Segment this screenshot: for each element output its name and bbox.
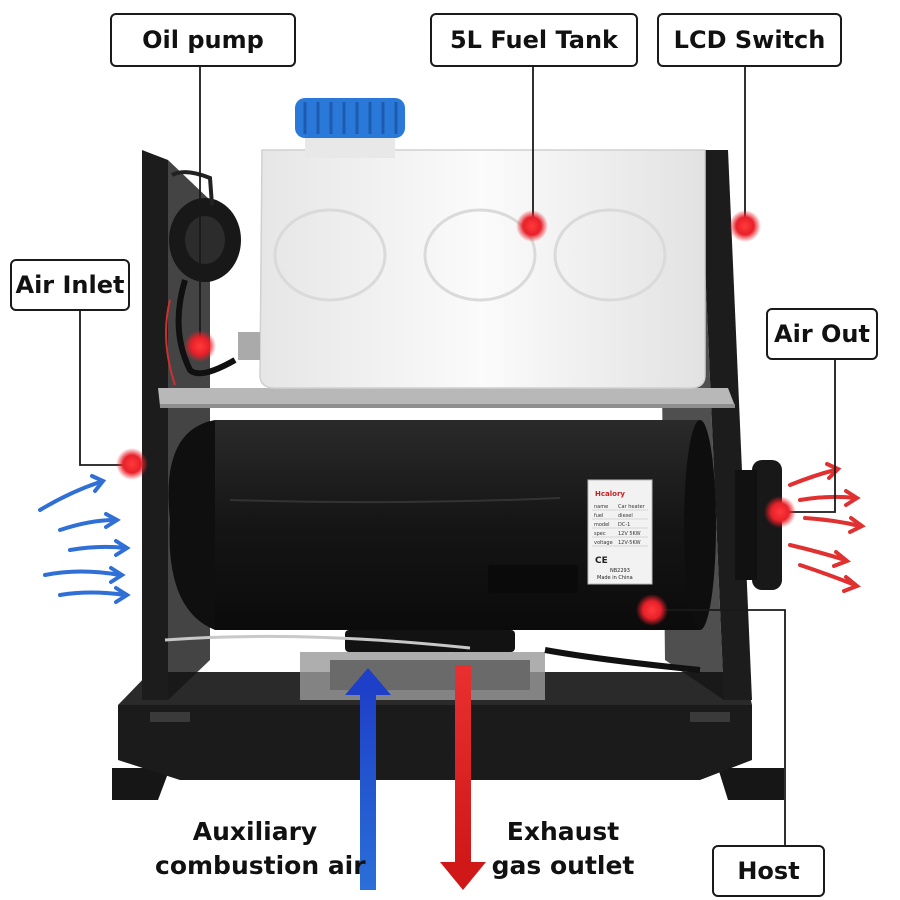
caption-combustion-line2: combustion air xyxy=(155,851,366,880)
label-lcd-switch: LCD Switch xyxy=(657,13,842,67)
leader-lines xyxy=(79,67,836,846)
nameplate-row-label: model xyxy=(594,522,610,528)
nameplate-row-value: 12V 5KW xyxy=(618,531,641,537)
nameplate-row-label: voltage xyxy=(594,540,613,546)
marker-air-out xyxy=(764,496,796,528)
label-air-inlet: Air Inlet xyxy=(10,259,130,311)
air-out-arrows xyxy=(788,462,866,593)
marker-air-inlet xyxy=(116,448,148,480)
nameplate-serial: NB2293 xyxy=(610,568,630,574)
nameplate-row-label: name xyxy=(594,504,608,510)
nameplate-origin: Made in China xyxy=(597,575,633,581)
combustion-air-arrow xyxy=(345,668,391,890)
nameplate-row-value: Car heater xyxy=(618,504,646,510)
mounting-foot-left xyxy=(112,768,170,800)
marker-oil-pump xyxy=(184,330,216,362)
caption-exhaust-line1: Exhaust xyxy=(506,817,620,846)
nameplate-row-value: DC-1 xyxy=(618,522,630,528)
marker-lcd-switch xyxy=(729,210,761,242)
caption-exhaust-line2: gas outlet xyxy=(491,851,635,880)
nameplate-row-label: spec xyxy=(594,531,606,537)
label-air-out: Air Out xyxy=(766,308,878,360)
label-host: Host xyxy=(712,845,825,897)
marker-host xyxy=(636,594,668,626)
nameplate-row-value: diesel xyxy=(618,513,633,519)
frame-left xyxy=(142,150,168,700)
nameplate-row-value: 12V-5KW xyxy=(618,540,641,546)
caption-combustion-line1: Auxiliary xyxy=(192,817,318,846)
base-frame xyxy=(118,705,752,780)
heater-illustration: Hcalory name Car heater fuel diesel model DC-… xyxy=(112,98,784,800)
marker-dots xyxy=(116,210,796,626)
air-inlet-arrows xyxy=(38,474,131,604)
fuel-tank-cap xyxy=(295,98,405,138)
caption-combustion-air: Auxiliary combustion air xyxy=(155,815,366,883)
exhaust-arrow xyxy=(440,665,486,890)
nameplate: Hcalory name Car heater fuel diesel model DC-… xyxy=(587,479,653,585)
shelf xyxy=(158,388,735,406)
caption-exhaust: Exhaust gas outlet xyxy=(478,815,648,883)
fuel-tank-body xyxy=(259,149,706,389)
label-fuel-tank: 5L Fuel Tank xyxy=(430,13,638,67)
heater-host-body xyxy=(207,420,710,630)
mounting-foot-right xyxy=(718,768,784,800)
nameplate-ce-mark: CE xyxy=(595,556,608,566)
label-oil-pump: Oil pump xyxy=(110,13,296,67)
nameplate-brand: Hcalory xyxy=(595,490,625,498)
marker-fuel-tank xyxy=(516,210,548,242)
nameplate-row-label: fuel xyxy=(594,513,603,519)
